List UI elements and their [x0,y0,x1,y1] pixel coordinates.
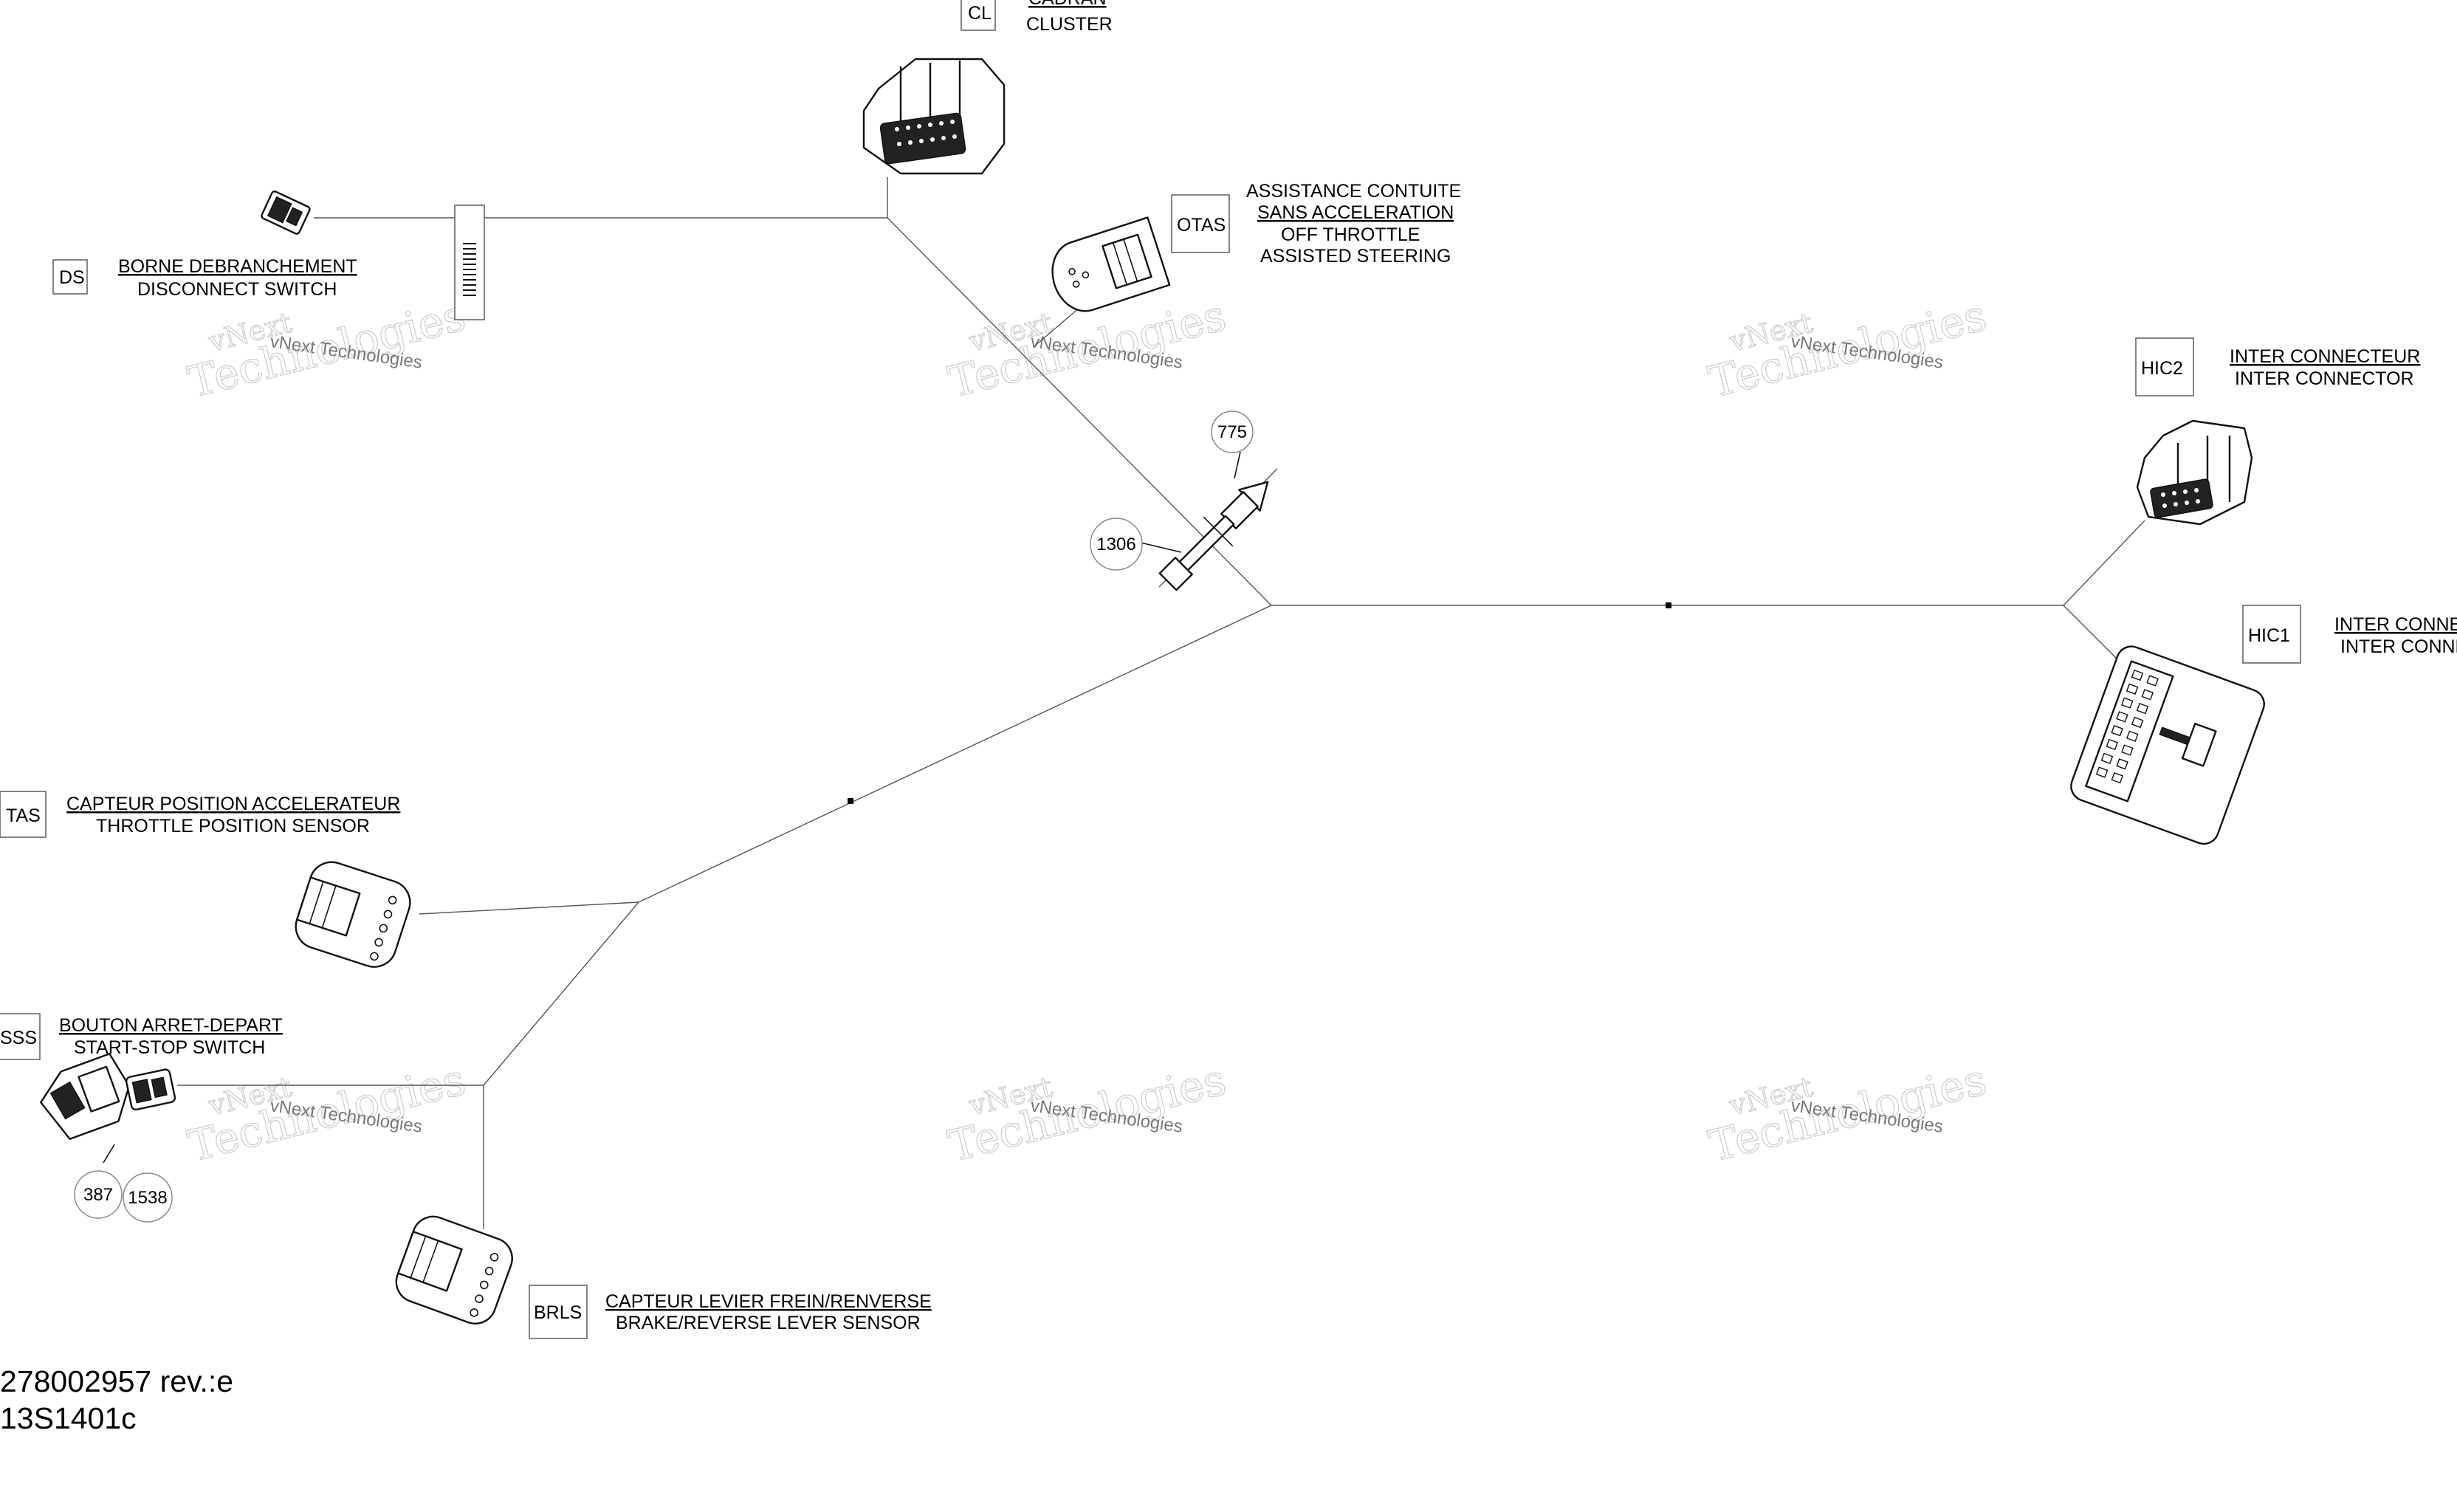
hic1-code-box: HIC1 [2242,605,2301,664]
hic1-label-en: INTER CONNE [2340,636,2457,657]
callout-1306: 1306 [1090,518,1182,571]
drawing-reference: 13S1401c [0,1401,137,1435]
otas-label-fr2: SANS ACCELERATION [1257,202,1454,223]
brls-code-box: BRLS [529,1285,588,1339]
branch-sss-trunk-wire [483,901,639,1086]
svg-text:1538: 1538 [128,1188,167,1208]
fuse-holder-icon[interactable] [1153,467,1282,597]
branch-hic2-wire [2063,520,2145,606]
svg-text:HIC2: HIC2 [2141,358,2183,379]
brls-label-en: BRAKE/REVERSE LEVER SENSOR [616,1313,921,1333]
start-stop-switch-icon[interactable] [33,1051,176,1144]
tas-label-en: THROTTLE POSITION SENSOR [96,816,370,836]
otas-connector-icon[interactable] [1044,216,1171,319]
hic2-label-en: INTER CONNECTOR [2235,368,2414,389]
tas-connector-icon[interactable] [290,856,416,972]
svg-text:BRLS: BRLS [534,1302,582,1323]
svg-text:OTAS: OTAS [1177,215,1226,236]
splice-marker [848,798,853,804]
svg-text:SSS: SSS [0,1028,37,1048]
harness-wires [177,177,2145,1229]
hic2-connector-icon[interactable] [2136,419,2253,526]
otas-label-en1: OFF THROTTLE [1281,224,1420,245]
branch-hic1-wire [2063,605,2127,669]
brls-connector-icon[interactable] [391,1211,518,1330]
hic2-label-fr: INTER CONNECTEUR [2230,346,2420,367]
part-number: 278002957 rev.:e [0,1364,234,1398]
sss-label-en: START-STOP SWITCH [74,1037,265,1058]
cluster-connector-icon[interactable] [862,58,1006,175]
hic1-label-fr: INTER CONNE [2334,614,2457,635]
svg-text:HIC1: HIC1 [2248,625,2290,646]
ds-label-en: DISCONNECT SWITCH [137,279,337,300]
callout-775: 775 [1211,410,1254,479]
ds-label-fr: BORNE DEBRANCHEMENT [118,256,357,277]
disconnect-switch-icon[interactable] [261,190,311,235]
svg-text:775: 775 [1217,422,1247,442]
otas-label-en2: ASSISTED STEERING [1260,246,1451,267]
sss-code-box: SSS [0,1013,41,1060]
otas-label-fr1: ASSISTANCE CONTUITE [1246,181,1461,202]
splice-marker [1666,602,1671,608]
svg-text:1306: 1306 [1096,535,1135,554]
hic2-code-box: HIC2 [2135,337,2194,396]
callout-1538: 1538 [123,1172,173,1223]
disconnect-fuse-bar-icon [454,205,485,320]
branch-tas-wire [419,901,639,915]
hic1-connector-icon[interactable] [2067,642,2269,848]
tas-code-box: TAS [0,791,47,838]
callout-387: 387 [74,1144,123,1219]
svg-text:TAS: TAS [6,805,41,826]
watermark-group: vNext Technologies vNext Technologies vN… [182,289,1991,1172]
tas-label-fr: CAPTEUR POSITION ACCELERATEUR [66,794,400,814]
ds-code-box: DS [52,259,88,295]
brls-label-fr: CAPTEUR LEVIER FREIN/RENVERSE [605,1291,932,1312]
svg-text:CL: CL [968,3,992,24]
svg-text:387: 387 [83,1185,113,1205]
cluster-code-box: CL [961,0,996,31]
otas-code-box: OTAS [1171,194,1230,253]
branch-lower-wire [638,605,1272,903]
svg-text:DS: DS [59,267,85,288]
sss-label-fr: BOUTON ARRET-DEPART [59,1015,283,1036]
cluster-label-en: CLUSTER [1026,14,1113,35]
cluster-label-fr: CADRAN [1028,0,1107,9]
